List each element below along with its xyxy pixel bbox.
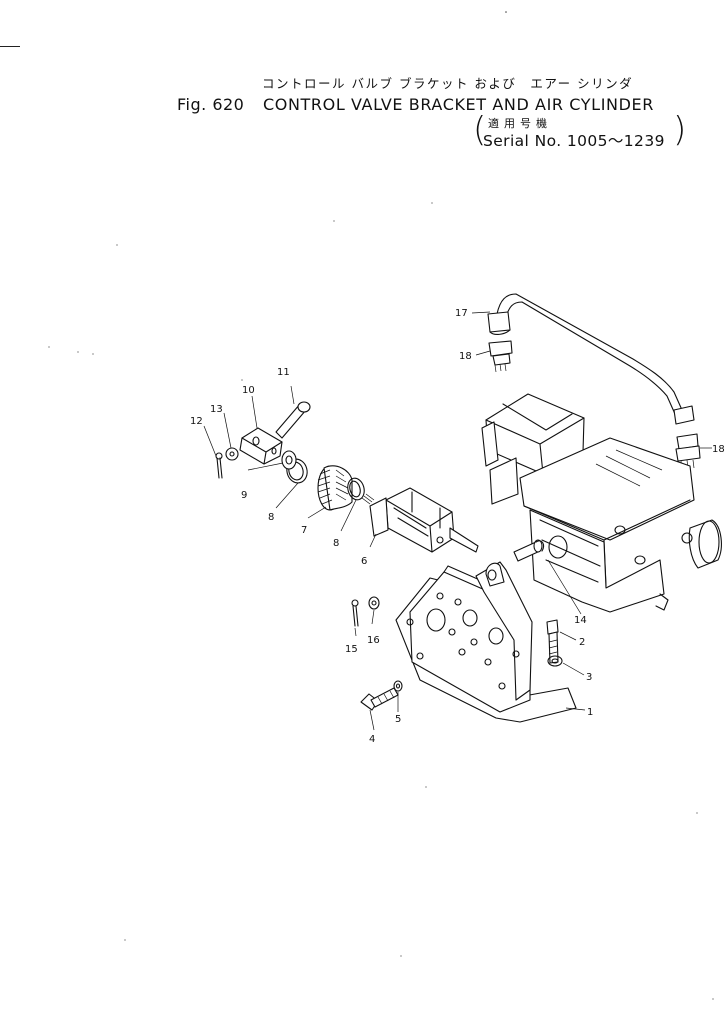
page-title: CONTROL VALVE BRACKET AND AIR CYLINDER: [263, 95, 654, 114]
part-label-4: 4: [369, 734, 375, 745]
bolt-lower: [360, 687, 399, 711]
washer-upper: [547, 655, 563, 667]
close-parenthesis: ): [673, 110, 687, 150]
part-label-7: 7: [301, 525, 307, 536]
serial-range: Serial No. 1005～1239: [483, 132, 665, 150]
open-parenthesis: (: [473, 110, 487, 150]
part-label-2: 2: [579, 637, 585, 648]
bracket: [395, 561, 577, 723]
part-label-12: 12: [190, 416, 203, 427]
part-label-10: 10: [242, 385, 255, 396]
o-ring-right: [347, 477, 365, 501]
air-cylinder: [361, 487, 479, 553]
part-label-5: 5: [395, 714, 401, 725]
japanese-title: コントロール バルブ ブラケット および エアー シリンダ: [262, 76, 634, 91]
part-label-18: 18: [712, 444, 725, 455]
part-label-11: 11: [277, 367, 290, 378]
pin: [513, 539, 545, 562]
clevis: [239, 427, 283, 465]
pipe-fitting-upper: [488, 340, 513, 373]
control-valve-assembly: [481, 393, 722, 613]
part-label-17: 17: [455, 308, 468, 319]
scan-specks: [48, 11, 714, 1000]
washer-pin: [368, 596, 380, 610]
part-label-8: 8: [333, 538, 339, 549]
part-label-13: 13: [210, 404, 223, 415]
leader-lines: [203, 311, 712, 731]
part-number-labels: 17 18 18 11 10 13 12 9 8 7 8 6 14 16 15 …: [190, 308, 725, 745]
split-pin: [351, 599, 359, 627]
diaphragm-assembly: [317, 465, 353, 511]
part-label-6: 6: [361, 556, 367, 567]
washer-small: [225, 447, 239, 461]
nut: [281, 450, 297, 470]
washer-lower: [393, 680, 403, 692]
figure-label: Fig. 620: [177, 95, 245, 114]
part-label-15: 15: [345, 644, 358, 655]
cotter-pin: [215, 452, 223, 479]
part-label-18: 18: [459, 351, 472, 362]
part-label-8: 8: [268, 512, 274, 523]
part-label-16: 16: [367, 635, 380, 646]
part-label-3: 3: [586, 672, 592, 683]
part-label-14: 14: [574, 615, 587, 626]
air-pipe: [487, 293, 695, 425]
part-label-9: 9: [241, 490, 247, 501]
margin-mark: [0, 46, 20, 47]
clevis-pin: [275, 401, 311, 439]
japanese-serial-label: 適用号機: [488, 117, 552, 130]
part-label-1: 1: [587, 707, 593, 718]
